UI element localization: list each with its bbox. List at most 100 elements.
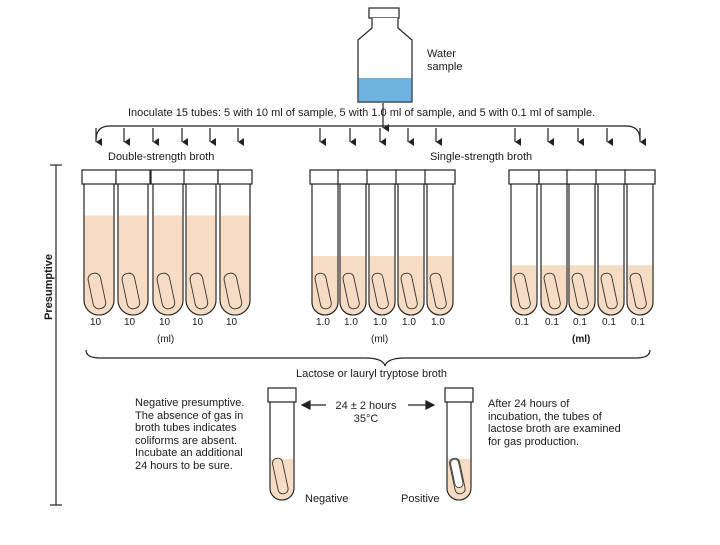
water-sample-label: Water sample	[427, 48, 463, 73]
tube-volume-label: 10	[90, 317, 102, 328]
tube-cap	[183, 169, 219, 185]
negative-tube-label: Negative	[305, 493, 349, 505]
incubation-arrow	[300, 400, 436, 410]
distribution-bracket	[95, 103, 641, 141]
test-tube	[309, 169, 341, 316]
test-tube	[424, 169, 456, 316]
test-tube	[595, 169, 627, 316]
tube-cap	[595, 169, 627, 185]
test-tube	[267, 387, 297, 501]
tube-volume-label: 0.1	[631, 317, 645, 328]
tube-volume-label: 1.0	[373, 317, 387, 328]
test-tube	[183, 169, 219, 316]
tube-volume-label: 1.0	[402, 317, 416, 328]
presumptive-bar	[50, 164, 62, 506]
broth-brace	[85, 349, 651, 367]
test-tube	[150, 169, 186, 316]
tube-volume-label: 1.0	[431, 317, 445, 328]
tube-cap	[337, 169, 369, 185]
broth-fill	[84, 215, 114, 315]
durham-tube	[571, 272, 589, 310]
tube-cap	[624, 169, 656, 185]
positive-tube-label: Positive	[401, 493, 440, 505]
broth-fill	[220, 215, 250, 315]
tube-volume-label: 10	[159, 317, 171, 328]
positive-explanation-text: After 24 hours of incubation, the tubes …	[488, 398, 621, 448]
broth-type-label: Lactose or lauryl tryptose broth	[296, 368, 448, 380]
incubation-conditions: 24 ± 2 hours 35°C	[335, 400, 397, 425]
durham-tube	[223, 272, 243, 310]
tube-volume-label: 0.1	[573, 317, 587, 328]
tube-volume-label: 10	[226, 317, 238, 328]
test-tube	[115, 169, 151, 316]
tube-volume-label: 0.1	[545, 317, 559, 328]
single-strength-label: Single-strength broth	[430, 151, 533, 163]
tube-cap	[366, 169, 398, 185]
test-tube	[508, 169, 540, 316]
tube-cap	[424, 169, 456, 185]
gas-bubble	[450, 458, 464, 489]
tube-volume-label: 0.1	[602, 317, 616, 328]
test-tube	[217, 169, 253, 316]
test-tube	[566, 169, 598, 316]
tube-cap	[81, 169, 117, 185]
durham-tube	[543, 272, 561, 310]
durham-tube	[513, 272, 531, 310]
durham-tube	[342, 272, 360, 310]
broth-fill	[541, 265, 567, 315]
broth-fill	[186, 215, 216, 315]
durham-tube	[600, 272, 618, 310]
durham-tube	[121, 272, 141, 310]
tube-volume-label: 0.1	[515, 317, 529, 328]
durham-tube	[272, 457, 289, 495]
tube-cap	[395, 169, 427, 185]
durham-tube	[189, 272, 209, 310]
durham-tube	[156, 272, 176, 310]
broth-fill	[569, 265, 595, 315]
tube-cap	[115, 169, 151, 185]
test-tube	[366, 169, 398, 316]
test-tube	[624, 169, 656, 316]
test-tube	[444, 387, 474, 501]
tube-volume-label: 10	[124, 317, 136, 328]
test-tube	[395, 169, 427, 316]
test-tube	[337, 169, 369, 316]
tube-volume-label: 1.0	[344, 317, 358, 328]
presumptive-label: Presumptive	[43, 253, 55, 320]
durham-tube	[314, 272, 332, 310]
durham-tube	[429, 272, 447, 310]
durham-tube	[629, 272, 647, 310]
unit-label: (ml)	[572, 334, 591, 345]
unit-label: (ml)	[157, 334, 175, 345]
tube-cap	[217, 169, 253, 185]
tube-cap	[508, 169, 540, 185]
double-strength-label: Double-strength broth	[108, 151, 215, 163]
tube-cap	[538, 169, 570, 185]
tube-cap	[309, 169, 341, 185]
tube-volume-label: 1.0	[316, 317, 330, 328]
tube-rows	[81, 169, 656, 316]
broth-fill	[511, 265, 537, 315]
unit-label: (ml)	[371, 334, 389, 345]
tube-volume-label: 10	[192, 317, 204, 328]
tube-cap	[267, 387, 297, 403]
test-tube	[81, 169, 117, 316]
negative-presumptive-text: Negative presumptive. The absence of gas…	[135, 397, 245, 472]
broth-fill	[598, 265, 624, 315]
broth-fill	[118, 215, 148, 315]
broth-fill	[153, 215, 183, 315]
tube-cap	[566, 169, 598, 185]
tube-cap	[150, 169, 186, 185]
broth-fill	[627, 265, 653, 315]
durham-tube	[400, 272, 418, 310]
distribution-arrows	[95, 128, 646, 146]
water-bottle	[357, 7, 413, 103]
tube-cap	[444, 387, 474, 403]
water-level	[358, 78, 412, 102]
broth-fill	[270, 458, 294, 500]
inoculate-instruction: Inoculate 15 tubes: 5 with 10 ml of samp…	[128, 107, 596, 119]
durham-tube	[87, 272, 107, 310]
durham-tube	[449, 457, 466, 495]
test-tube	[538, 169, 570, 316]
